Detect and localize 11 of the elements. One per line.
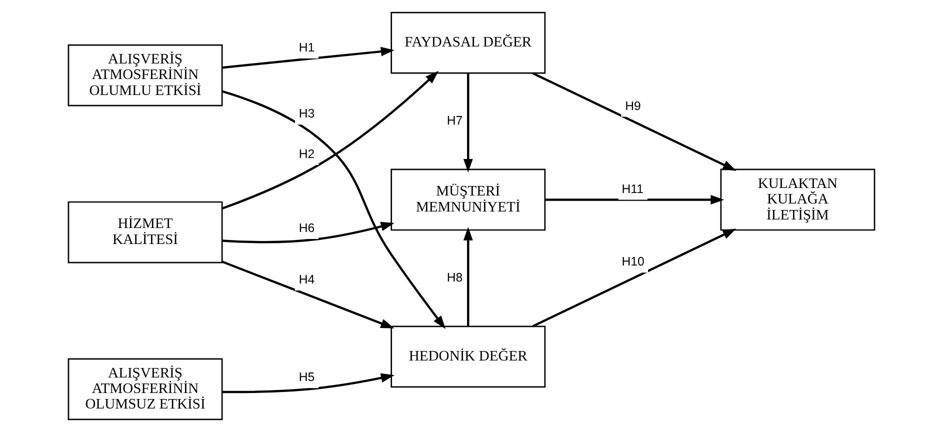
edge-label: H7 (446, 113, 462, 128)
edge-label: H6 (298, 221, 314, 236)
edge-label: H4 (298, 272, 314, 287)
edge-label: H5 (298, 370, 314, 384)
edge-label: H10 (621, 254, 644, 269)
edge-label: H2 (298, 147, 314, 162)
edge-label: H1 (298, 40, 314, 55)
edge-label: H8 (446, 270, 462, 284)
edge-label: H11 (621, 182, 643, 196)
edge-label: H9 (624, 98, 640, 113)
edge-label: H3 (298, 106, 314, 121)
